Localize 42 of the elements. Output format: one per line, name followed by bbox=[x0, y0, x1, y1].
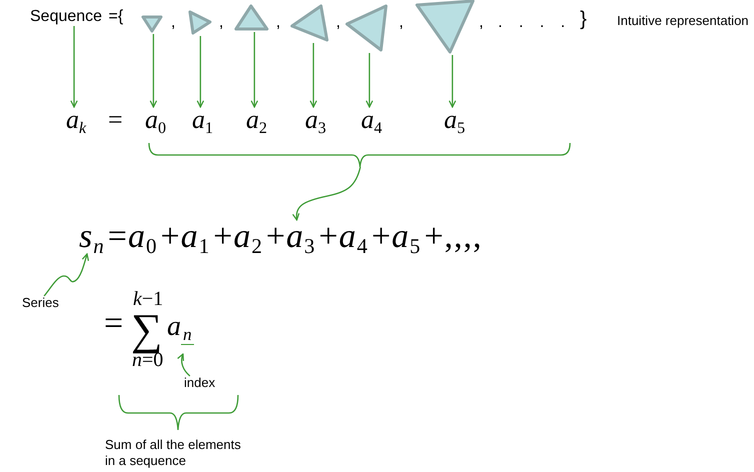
comma: , bbox=[479, 15, 484, 31]
equals-sign: = bbox=[108, 107, 123, 133]
annotation-text: index bbox=[184, 376, 216, 389]
closing-brace: } bbox=[580, 9, 587, 29]
triangle bbox=[188, 10, 212, 35]
math-term: a$_{k}$ bbox=[66, 107, 86, 133]
arrow bbox=[310, 43, 318, 108]
comma: , bbox=[336, 15, 340, 31]
equals-sign: = bbox=[104, 307, 124, 341]
triangle bbox=[345, 4, 388, 52]
annotation-text: Sum of all the elements in a sequence bbox=[105, 437, 242, 469]
upper-limit: k−1 bbox=[133, 289, 164, 309]
math-term: a$_{5}$ bbox=[444, 107, 466, 133]
triangle bbox=[234, 4, 269, 31]
triangle bbox=[415, 0, 475, 54]
arrow bbox=[250, 32, 258, 108]
comma: , bbox=[276, 15, 280, 31]
arrow bbox=[44, 253, 90, 296]
arrow bbox=[448, 55, 456, 108]
arrow bbox=[150, 34, 158, 108]
arrow bbox=[70, 26, 78, 108]
ellipsis: . . . . bbox=[498, 15, 566, 31]
math-term: a$_{0}$ bbox=[145, 107, 166, 133]
math-term: a$_{2}$ bbox=[246, 107, 268, 133]
triangle bbox=[141, 15, 163, 33]
comma: , bbox=[399, 15, 404, 31]
math-term: a$_{n}$ bbox=[167, 313, 194, 354]
note-text: Intuitive representation bbox=[617, 14, 749, 27]
comma: , bbox=[171, 15, 176, 31]
math-term: a$_{1}$ bbox=[192, 107, 214, 133]
arrow bbox=[366, 53, 374, 108]
series-formula: s$_{n}$=a$_{0}$+a$_{1}$+a$_{2}$+a$_{3}$+a$_{4}$+a$_{5}$+,,,, bbox=[79, 220, 482, 254]
arrow bbox=[292, 166, 361, 221]
math-term: a$_{3}$ bbox=[305, 107, 326, 133]
comma: , bbox=[219, 15, 224, 31]
arrow bbox=[196, 36, 204, 108]
triangle bbox=[290, 4, 329, 42]
arrow bbox=[177, 353, 190, 376]
math-term: a$_{4}$ bbox=[361, 107, 382, 133]
sequence-label: Sequence ={ bbox=[30, 9, 124, 25]
annotation-text: Series bbox=[22, 296, 59, 309]
curly-brace bbox=[148, 143, 571, 167]
